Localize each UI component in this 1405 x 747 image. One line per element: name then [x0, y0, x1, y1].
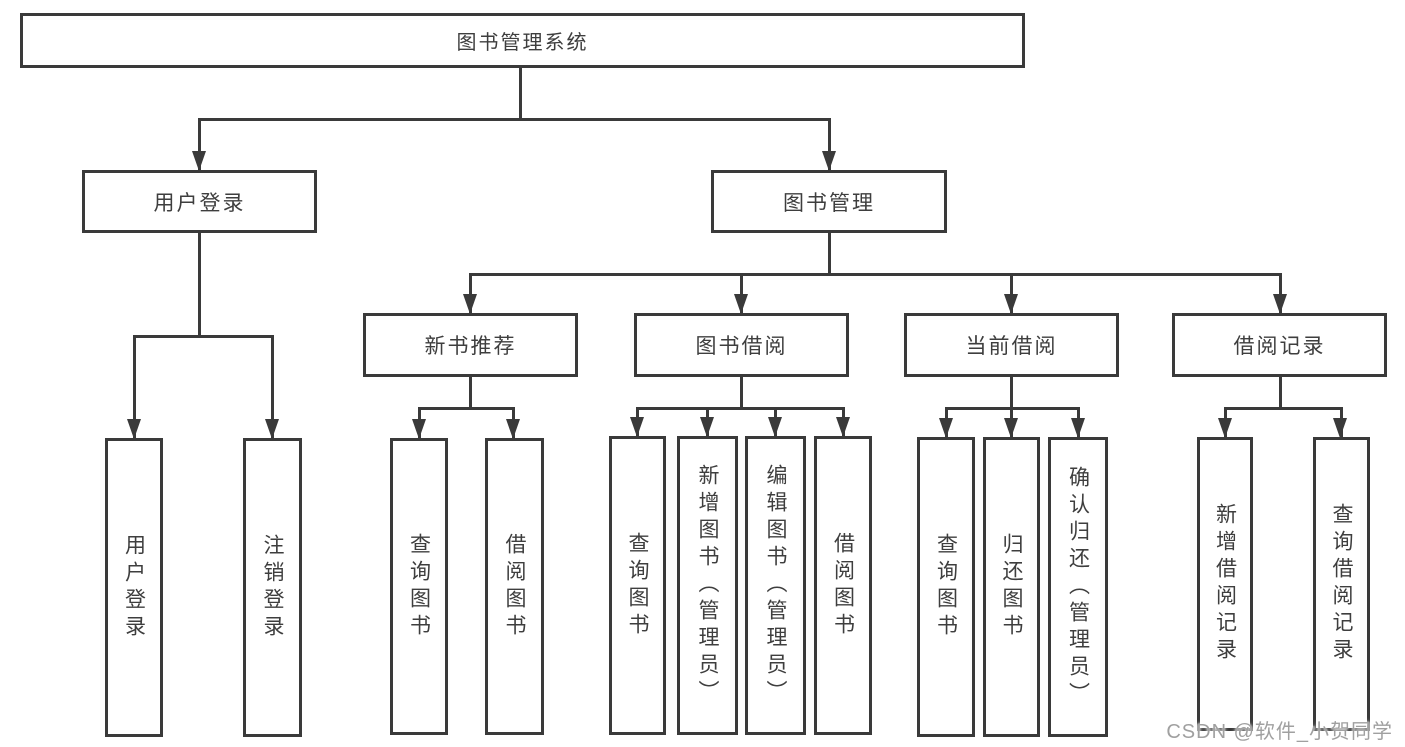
arrowhead-book-borrow-icon: [734, 294, 748, 314]
leaf-label: 查询图书: [934, 533, 958, 641]
arrowhead-current-borrow-icon: [1004, 294, 1018, 314]
arrowhead-add-record-icon: [1218, 418, 1232, 438]
connector-bar-borrow-record: [1224, 407, 1343, 410]
node-borrow-record: 借阅记录: [1172, 313, 1387, 377]
leaf-borrow-books-1: 借阅图书: [485, 438, 544, 735]
leaf-user-login: 用户登录: [105, 438, 163, 737]
node-label: 当前借阅: [965, 335, 1058, 358]
leaf-add-book-admin: 新增图书（管理员）: [677, 436, 738, 735]
connector-bar-new-book: [418, 407, 515, 410]
connector-user-login-stem: [198, 233, 201, 335]
arrowhead-new-book-recommend-icon: [463, 294, 477, 314]
node-label: 图书借阅: [695, 335, 788, 358]
leaf-edit-book-admin: 编辑图书（管理员）: [745, 436, 806, 735]
leaf-label: 归还图书: [1000, 533, 1023, 641]
leaf-query-books-3: 查询图书: [917, 437, 975, 737]
node-library-management-system: 图书管理系统: [20, 13, 1025, 68]
connector-borrow-record-stem: [1279, 377, 1282, 407]
leaf-label: 新增借阅记录: [1213, 503, 1237, 665]
connector-bar-user-login: [133, 335, 274, 338]
leaf-query-borrow-record: 查询借阅记录: [1313, 437, 1370, 731]
leaf-confirm-return-admin: 确认归还（管理员）: [1048, 437, 1108, 737]
arrowhead-query-books-2-icon: [630, 417, 644, 437]
node-label: 新书推荐: [424, 335, 517, 358]
connector-to-leaf-logout: [271, 335, 274, 439]
connector-to-new-book-recommend: [469, 273, 472, 314]
leaf-label: 借阅图书: [831, 531, 855, 640]
connector-to-book-borrow: [740, 273, 743, 314]
node-new-book-recommend: 新书推荐: [363, 313, 578, 377]
leaf-label: 查询借阅记录: [1330, 503, 1353, 665]
arrowhead-leaf-logout-icon: [265, 419, 279, 439]
arrowhead-add-book-icon: [700, 417, 714, 437]
arrowhead-borrow-books-2-icon: [836, 417, 850, 437]
connector-to-book-management: [828, 118, 831, 171]
node-label: 图书管理系统: [456, 32, 589, 54]
connector-bar-book-management: [469, 273, 1282, 276]
arrowhead-return-book-icon: [1004, 418, 1018, 438]
connector-to-leaf-user-login: [133, 335, 136, 439]
node-label: 图书管理: [783, 191, 875, 215]
connector-bar-current-borrow: [945, 407, 1080, 410]
node-current-borrow: 当前借阅: [904, 313, 1119, 377]
leaf-add-borrow-record: 新增借阅记录: [1197, 437, 1253, 731]
leaf-label: 注销登录: [261, 533, 284, 642]
connector-new-book-stem: [469, 377, 472, 407]
leaf-label: 新增图书（管理员）: [696, 464, 719, 707]
connector-current-borrow-stem: [1010, 377, 1013, 407]
leaf-label: 编辑图书（管理员）: [764, 464, 787, 707]
node-label: 用户登录: [153, 191, 246, 215]
leaf-label: 用户登录: [122, 533, 146, 642]
leaf-label: 查询图书: [626, 531, 649, 640]
node-book-management: 图书管理: [711, 170, 947, 233]
leaf-label: 借阅图书: [503, 532, 526, 641]
connector-to-current-borrow: [1010, 273, 1013, 314]
arrowhead-user-login-icon: [192, 151, 206, 171]
arrowhead-query-books-1-icon: [412, 419, 426, 439]
leaf-query-books-2: 查询图书: [609, 436, 666, 735]
arrowhead-borrow-books-1-icon: [506, 419, 520, 439]
arrowhead-confirm-return-icon: [1071, 418, 1085, 438]
node-label: 借阅记录: [1233, 335, 1326, 358]
leaf-query-books-1: 查询图书: [390, 438, 448, 735]
connector-bar-book-borrow: [636, 407, 845, 410]
arrowhead-leaf-user-login-icon: [127, 419, 141, 439]
node-book-borrow: 图书借阅: [634, 313, 849, 377]
arrowhead-query-record-icon: [1333, 418, 1347, 438]
leaf-logout-login: 注销登录: [243, 438, 302, 737]
connector-to-borrow-record: [1279, 273, 1282, 314]
connector-book-management-stem: [828, 233, 831, 273]
leaf-return-book: 归还图书: [983, 437, 1040, 737]
leaf-borrow-books-2: 借阅图书: [814, 436, 872, 735]
connector-root-stem: [519, 68, 522, 118]
csdn-watermark: CSDN @软件_小贺同学: [1166, 721, 1393, 743]
connector-book-borrow-stem: [740, 377, 743, 407]
connector-bar-level2: [198, 118, 831, 121]
arrowhead-edit-book-icon: [768, 417, 782, 437]
arrowhead-book-management-icon: [822, 151, 836, 171]
arrowhead-borrow-record-icon: [1273, 294, 1287, 314]
leaf-label: 查询图书: [407, 532, 431, 641]
arrowhead-query-books-3-icon: [939, 418, 953, 438]
node-user-login: 用户登录: [82, 170, 317, 233]
connector-to-user-login: [198, 118, 201, 171]
leaf-label: 确认归还（管理员）: [1066, 465, 1090, 709]
